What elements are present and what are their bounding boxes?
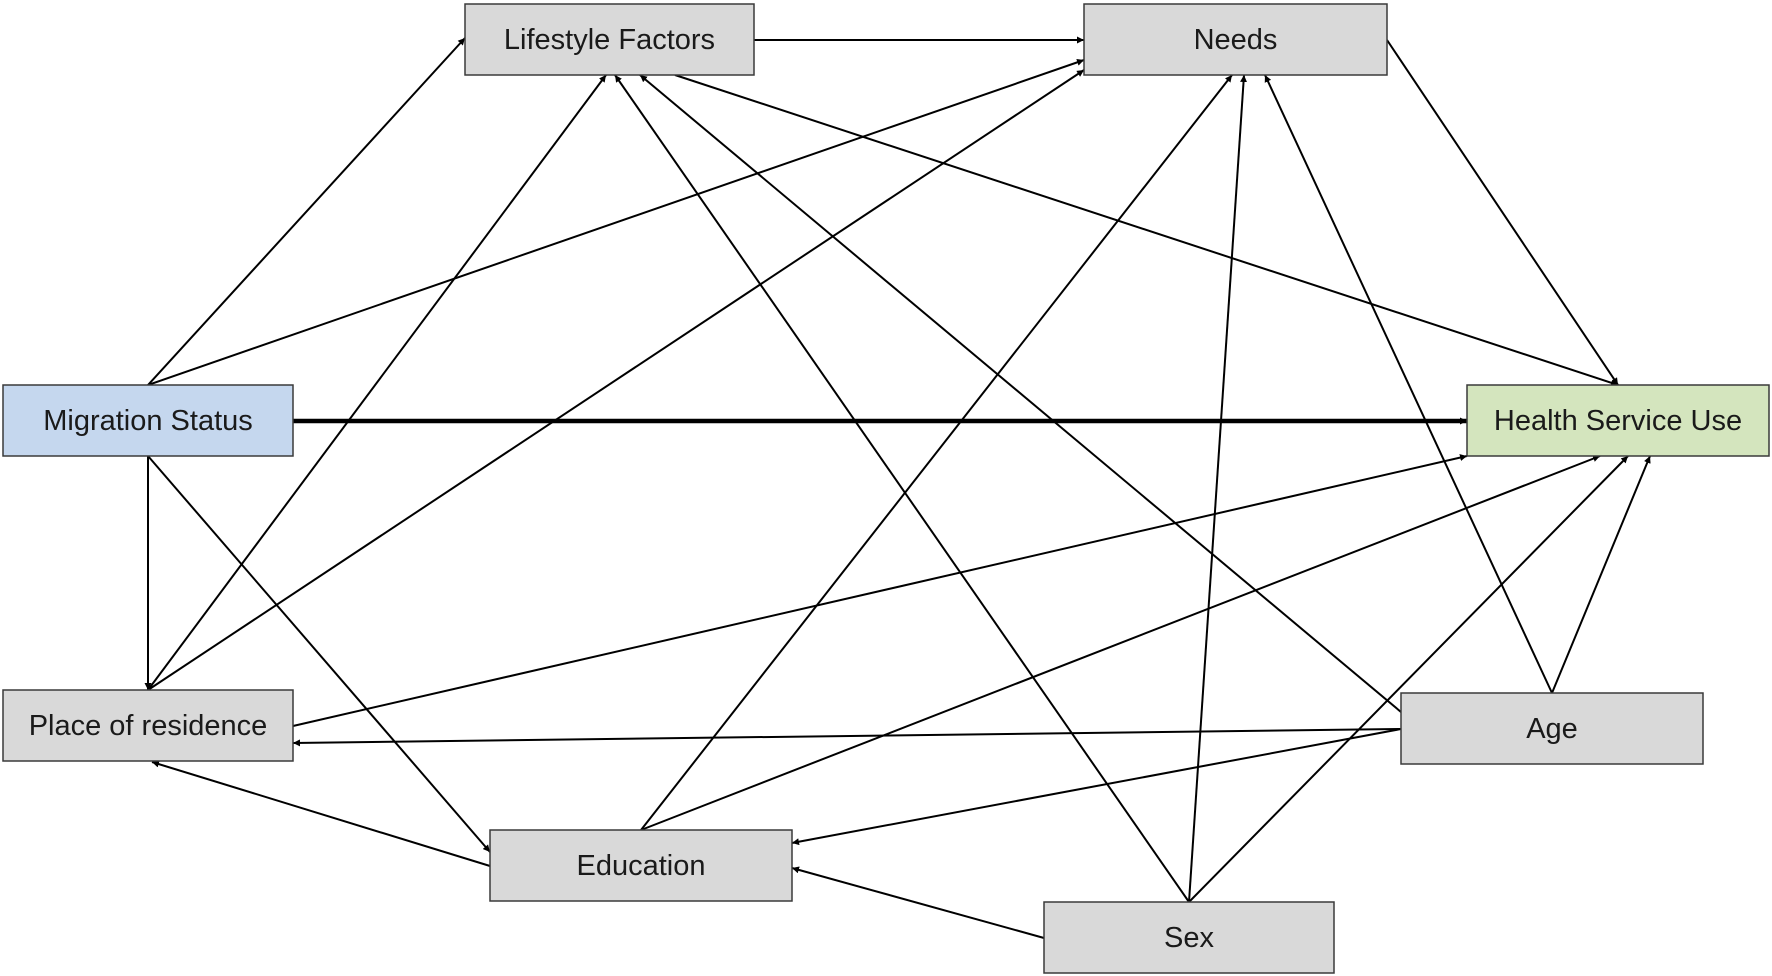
node-education-label: Education [577,850,706,882]
edge-education-to-health [640,455,1601,831]
node-residence: Place of residence [2,689,294,762]
edge-migration-to-needs [147,58,1085,386]
node-sex: Sex [1043,901,1335,974]
node-residence-label: Place of residence [29,710,268,742]
node-education-box [489,829,793,902]
node-needs-label: Needs [1194,24,1278,56]
edge-age-to-education [791,728,1402,846]
edge-residence-to-needs [147,69,1085,691]
node-sex-box [1043,901,1335,974]
edge-age-to-residence [292,728,1402,747]
node-health-box [1466,384,1770,457]
node-residence-box [2,689,294,762]
node-age: Age [1400,692,1704,765]
node-migration-box [2,384,294,457]
edge-residence-to-lifestyle [147,74,607,691]
edge-migration-to-education [147,455,491,853]
edge-residence-to-health [292,454,1468,727]
edge-migration-to-lifestyle [147,37,466,386]
node-lifestyle-box [464,3,755,76]
node-migration: Migration Status [2,384,294,457]
edge-education-to-needs [640,74,1233,831]
edge-lifestyle-to-health [674,74,1619,387]
node-needs-box [1083,3,1388,76]
edge-age-to-needs [1264,74,1553,694]
node-health: Health Service Use [1466,384,1770,457]
node-sex-label: Sex [1164,922,1214,954]
node-migration-label: Migration Status [43,405,253,437]
edge-sex-to-lifestyle [614,74,1190,903]
node-education: Education [489,829,793,902]
node-lifestyle-label: Lifestyle Factors [504,24,715,56]
edge-sex-to-needs [1188,74,1248,903]
node-lifestyle: Lifestyle Factors [464,3,755,76]
edges-layer [144,36,1651,939]
node-age-box [1400,692,1704,765]
node-age-label: Age [1526,713,1578,745]
edge-education-to-residence [151,760,491,867]
node-needs: Needs [1083,3,1388,76]
nodes-layer: Lifestyle Factors Needs Migration Status… [2,3,1770,974]
edge-age-to-health [1551,455,1651,694]
edge-sex-to-education [791,866,1045,939]
edge-age-to-lifestyle [639,74,1402,713]
edge-needs-to-health [1386,39,1619,386]
edge-sex-to-health [1188,455,1629,903]
node-health-label: Health Service Use [1494,405,1742,437]
